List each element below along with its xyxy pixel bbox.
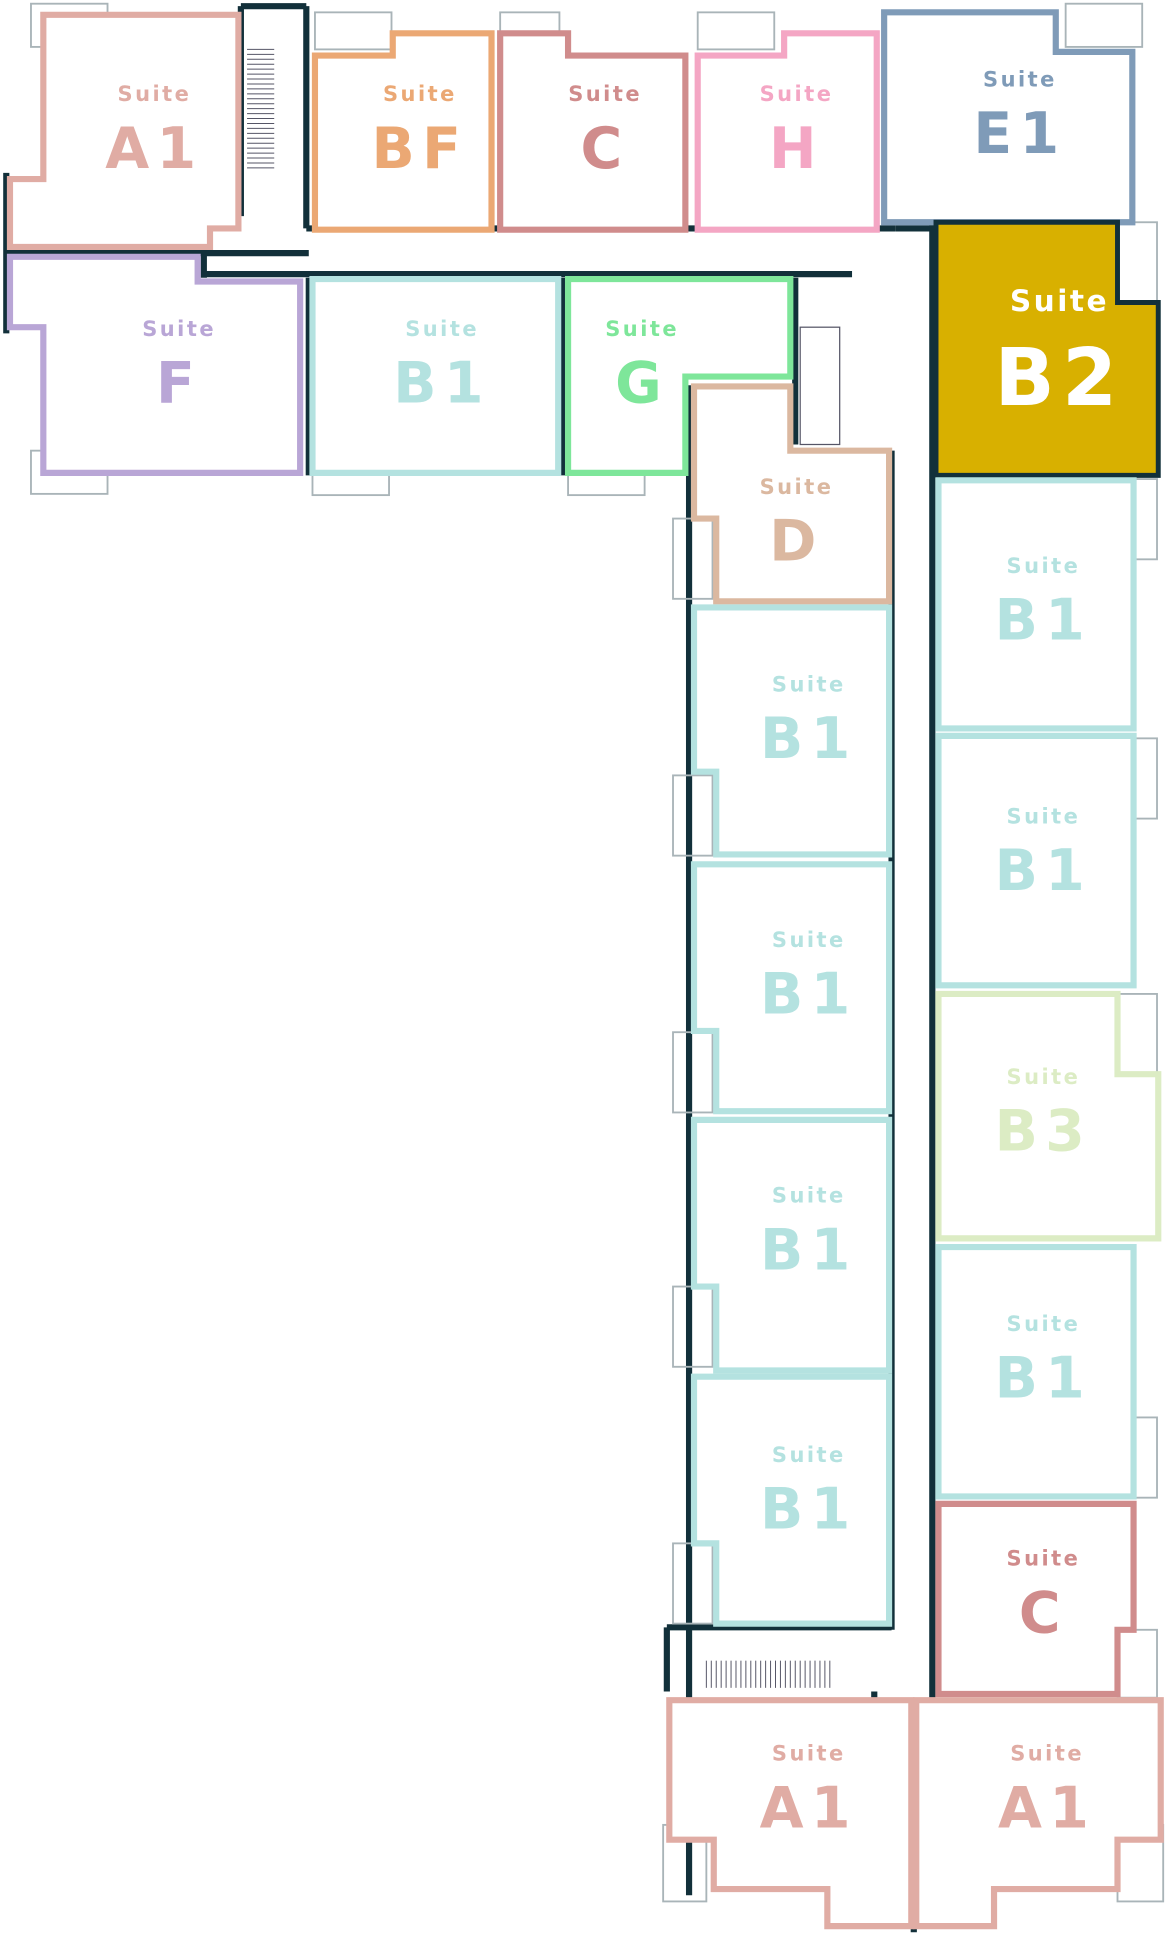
- suite-code: B1: [760, 1477, 858, 1543]
- balcony: [1116, 1628, 1158, 1699]
- balcony: [672, 517, 714, 600]
- balcony: [314, 11, 393, 51]
- balcony: [672, 1031, 714, 1114]
- suite-label: Suite: [772, 1742, 846, 1766]
- suite-code: B3: [995, 1099, 1093, 1165]
- suite-label: Suite: [772, 1184, 846, 1208]
- suite-code: A1: [998, 1775, 1096, 1841]
- balcony: [1064, 2, 1144, 48]
- suite-code: F: [156, 351, 202, 417]
- suite-code: BF: [371, 116, 468, 182]
- stairwells: [247, 48, 841, 1688]
- suite-label: Suite: [772, 1443, 846, 1467]
- suite-code: B1: [995, 588, 1093, 654]
- suite-label: Suite: [142, 317, 216, 341]
- balcony: [696, 11, 776, 51]
- suite-label: Suite: [383, 82, 457, 106]
- suite-outline[interactable]: [564, 275, 794, 476]
- balcony: [672, 774, 714, 857]
- suite-code: B1: [760, 1217, 858, 1283]
- suite-outline[interactable]: [935, 1500, 1137, 1698]
- suite-outline[interactable]: [881, 9, 1136, 226]
- suite-label: Suite: [568, 82, 642, 106]
- suite-code: D: [769, 509, 824, 575]
- suite-code: E1: [973, 101, 1066, 167]
- suite-outline[interactable]: [6, 253, 304, 476]
- suite-code: B1: [995, 1346, 1093, 1412]
- suite-outline[interactable]: [690, 861, 893, 1115]
- suite-outline[interactable]: [935, 477, 1137, 732]
- suite-label: Suite: [1007, 554, 1081, 578]
- balcony: [1116, 993, 1158, 1076]
- suite-label: Suite: [760, 82, 834, 106]
- suite-code: C: [1019, 1580, 1068, 1646]
- suite-outline[interactable]: [497, 30, 689, 233]
- balcony: [1116, 221, 1158, 304]
- suite-outline[interactable]: [666, 1697, 915, 1930]
- suite-outline[interactable]: [311, 30, 495, 233]
- suite-label: Suite: [772, 672, 846, 696]
- suite-outline[interactable]: [6, 11, 242, 251]
- suite-outline[interactable]: [933, 219, 1161, 478]
- suite-label: Suite: [605, 317, 679, 341]
- suite-outline[interactable]: [690, 1116, 893, 1374]
- suite-code: A1: [105, 116, 203, 182]
- suite-code: B1: [760, 706, 858, 772]
- suite-code: H: [769, 116, 824, 182]
- suite-label: Suite: [1010, 1742, 1084, 1766]
- suite-outline[interactable]: [935, 1243, 1137, 1500]
- suite-outline[interactable]: [309, 275, 562, 476]
- suite-outline[interactable]: [913, 1697, 1164, 1930]
- suite-label: Suite: [760, 475, 834, 499]
- suite-label: Suite: [1010, 283, 1109, 318]
- balcony: [672, 1285, 714, 1368]
- suite-label: Suite: [1007, 805, 1081, 829]
- suite-code: A1: [760, 1775, 858, 1841]
- suite-label: Suite: [772, 928, 846, 952]
- suite-label: Suite: [1007, 1065, 1081, 1089]
- suite-code: B1: [393, 351, 491, 417]
- suite-code: B2: [994, 332, 1124, 424]
- suite-outline[interactable]: [690, 383, 893, 605]
- suite-outline[interactable]: [690, 1373, 893, 1627]
- suite-outline[interactable]: [690, 604, 893, 858]
- elevator-shaft: [799, 326, 841, 446]
- suite-outline[interactable]: [694, 30, 880, 233]
- suite-label: Suite: [118, 82, 192, 106]
- suites-layer: SuiteA1SuiteBFSuiteCSuiteHSuiteE1SuiteFS…: [6, 9, 1164, 1930]
- suite-outline[interactable]: [935, 732, 1137, 989]
- balcony: [672, 1542, 714, 1625]
- suite-label: Suite: [1007, 1547, 1081, 1571]
- suite-code: G: [615, 351, 669, 417]
- suite-code: B1: [995, 838, 1093, 904]
- suite-label: Suite: [983, 67, 1057, 91]
- suite-code: C: [581, 116, 630, 182]
- suite-label: Suite: [1007, 1312, 1081, 1336]
- suite-code: B1: [760, 962, 858, 1028]
- suite-outline[interactable]: [935, 990, 1162, 1242]
- suite-label: Suite: [405, 317, 479, 341]
